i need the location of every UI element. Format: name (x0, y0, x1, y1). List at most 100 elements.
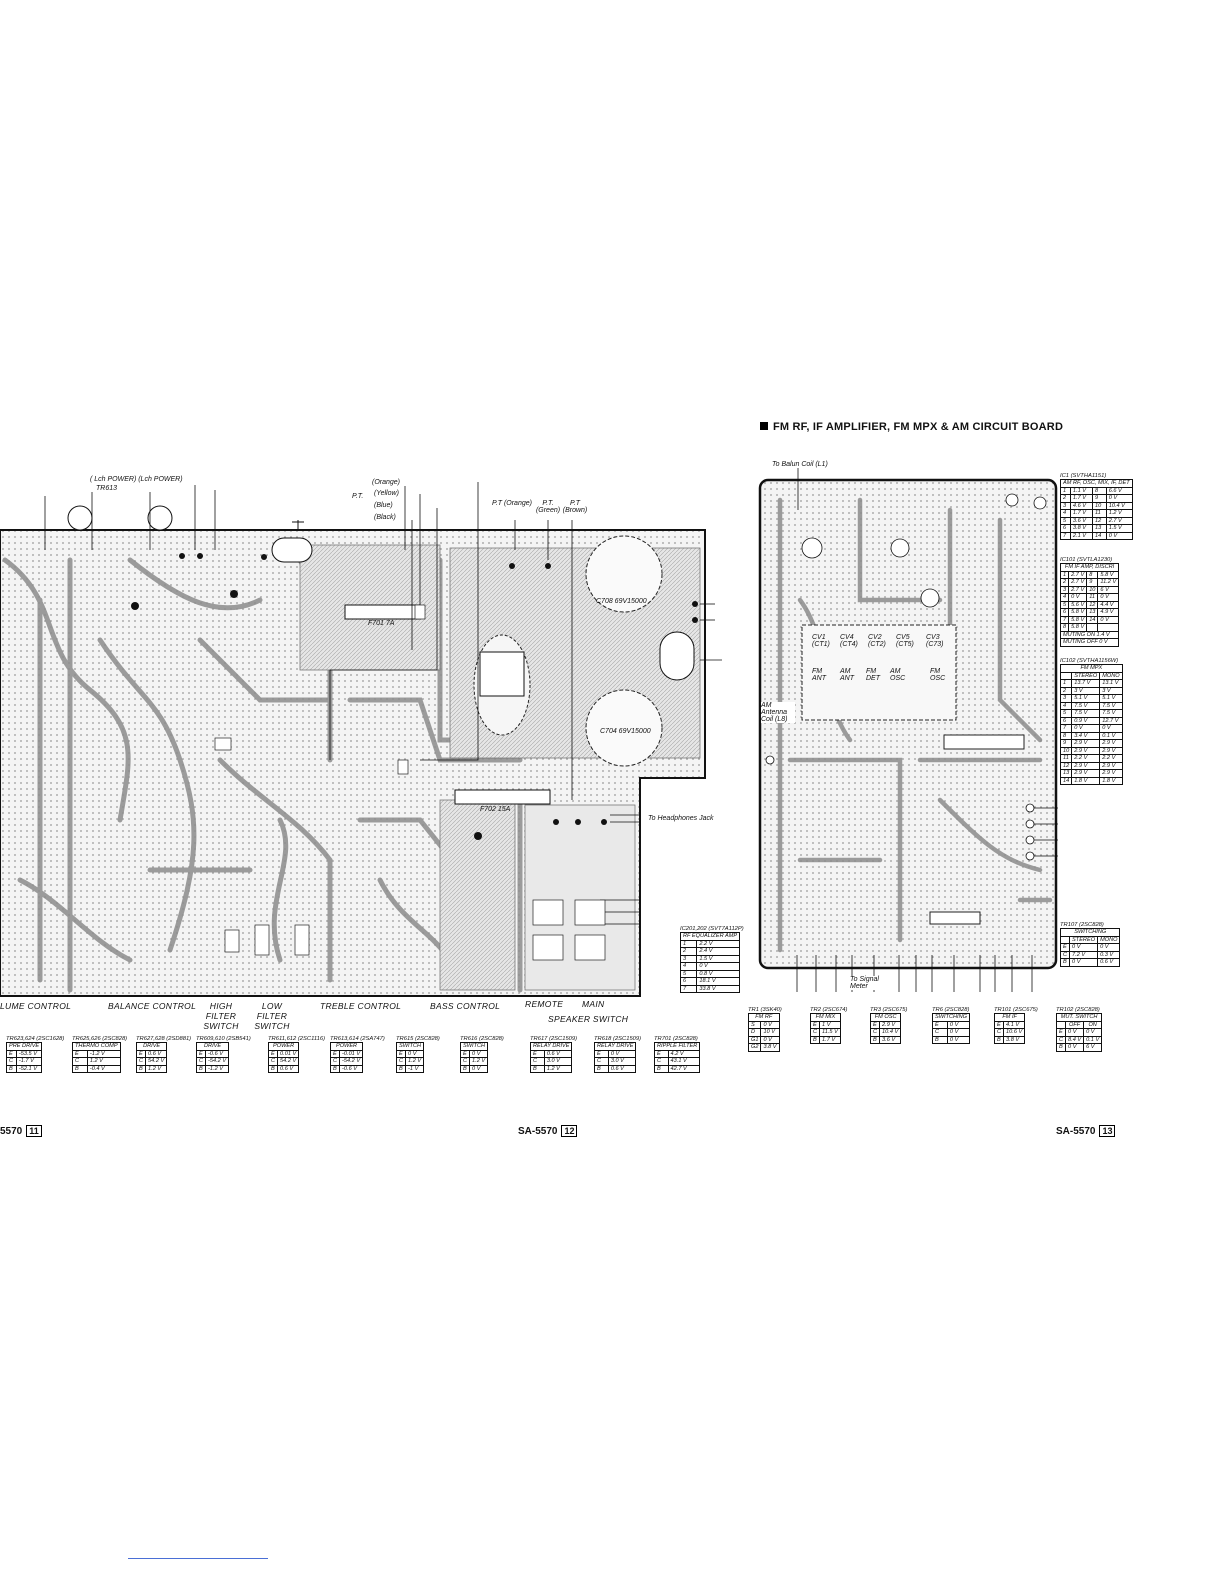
table-cell: 0 V (1099, 724, 1123, 733)
table-cell: 2.9 V (1099, 746, 1123, 755)
table-cell: 11 (1091, 509, 1107, 518)
table-cell: 3 (1060, 501, 1071, 510)
table-cell: 1 V (819, 1020, 841, 1029)
speaker-switch-label: SPEAKER SWITCH (548, 1014, 629, 1024)
table-header: PRE DRIVE (5, 1042, 43, 1051)
table-header-row: SWITCHING (931, 1013, 971, 1022)
cv2-label: CV2 (CT2) (868, 634, 886, 648)
table-cell: 6 (1059, 608, 1070, 617)
table-cell: 12 (1091, 516, 1107, 525)
balance-control-label: BALANCE CONTROL (108, 1001, 197, 1011)
table-cell: -1 V (405, 1064, 425, 1073)
table-cell: 33.8 V (696, 984, 741, 993)
table-header-row: RELAY DRIVE (593, 1042, 637, 1051)
table-cell: 11.5 V (819, 1028, 841, 1037)
table-cell: 0 V (1105, 494, 1133, 503)
voltage-table-title: TR627,628 (2SD881) (136, 1036, 192, 1042)
table-subheader: MONO (1099, 671, 1123, 680)
table-cell: 14 (1086, 615, 1099, 624)
voltage-table-title: TR1 (3SK40) (748, 1007, 782, 1013)
table-header-row: POWER (267, 1042, 300, 1051)
table-cell: 5.1 V (1071, 694, 1101, 703)
table-cell: 0 V (469, 1064, 489, 1073)
table-cell: 2 (1060, 494, 1071, 503)
table-cell: 12 (1086, 600, 1099, 609)
table-cell: B (459, 1064, 471, 1073)
table-cell: 7.2 V (1069, 950, 1099, 959)
table-row: E-0.6 V (195, 1049, 230, 1058)
table-header: FM OSC (869, 1013, 902, 1022)
table-cell: 10 (1091, 501, 1107, 510)
table-cell: C (72, 1057, 88, 1066)
table-cell: C (135, 1057, 147, 1066)
table-cell: 7 (679, 984, 698, 993)
table-subheader: MONO (1097, 935, 1121, 944)
table-cell: 12.7 V (1099, 716, 1123, 725)
table-cell: 10.4 V (1105, 501, 1133, 510)
footer-model: SA-5570 (1056, 1126, 1096, 1137)
table-cell: 10.4 V (879, 1028, 902, 1037)
table-header-row: SWITCHING (1059, 928, 1121, 937)
table-cell: C (1059, 950, 1071, 959)
table-cell: 8 (1086, 570, 1099, 579)
table-cell: 1 (679, 939, 698, 948)
table-header-row: RF EQUALIZER AMP (679, 932, 741, 941)
table-cell: -54.2 V (205, 1057, 230, 1066)
table-row: E-1.2 V (72, 1049, 121, 1058)
main-amplifier-board (0, 482, 722, 997)
table-cell: 2.9 V (1099, 769, 1123, 778)
table-header-row: AM RF, OSC, MIX, IF, DET (1060, 479, 1133, 488)
table-cell: 1.2 V (1105, 509, 1133, 518)
table-cell: E (72, 1049, 88, 1058)
table-cell: E (267, 1049, 279, 1058)
table-header: SWITCH (459, 1042, 489, 1051)
table-cell: B (329, 1064, 341, 1073)
table-cell: 7.5 V (1099, 709, 1123, 718)
table-header: DRIVE (135, 1042, 168, 1051)
table-cell: 5.1 V (1099, 694, 1123, 703)
table-cell: 1.7 V (819, 1035, 841, 1044)
table-cell: B (993, 1035, 1005, 1044)
remote-label: REMOTE (525, 999, 564, 1009)
wire-orange: (Orange) (372, 479, 401, 486)
table-cell: C (654, 1057, 669, 1066)
table-cell: 0.6 V (607, 1064, 637, 1073)
table-header: RIPPLE FILTER (653, 1042, 701, 1051)
voltage-table-title: TR625,626 (2SC828) (72, 1036, 128, 1042)
wire-black: (Black) (374, 514, 396, 521)
table-cell: -54.2 V (339, 1057, 364, 1066)
table-cell (1086, 623, 1099, 632)
table-cell: 6 V (1097, 585, 1120, 594)
fm-ant-label: FM ANT (812, 668, 826, 682)
table-cell: 1 (1059, 570, 1070, 579)
voltage-table-title: TR6 (2SC828) (932, 1007, 970, 1013)
table-row: E-0.01 V (329, 1049, 364, 1058)
table-cell: 0.01 V (277, 1049, 300, 1058)
